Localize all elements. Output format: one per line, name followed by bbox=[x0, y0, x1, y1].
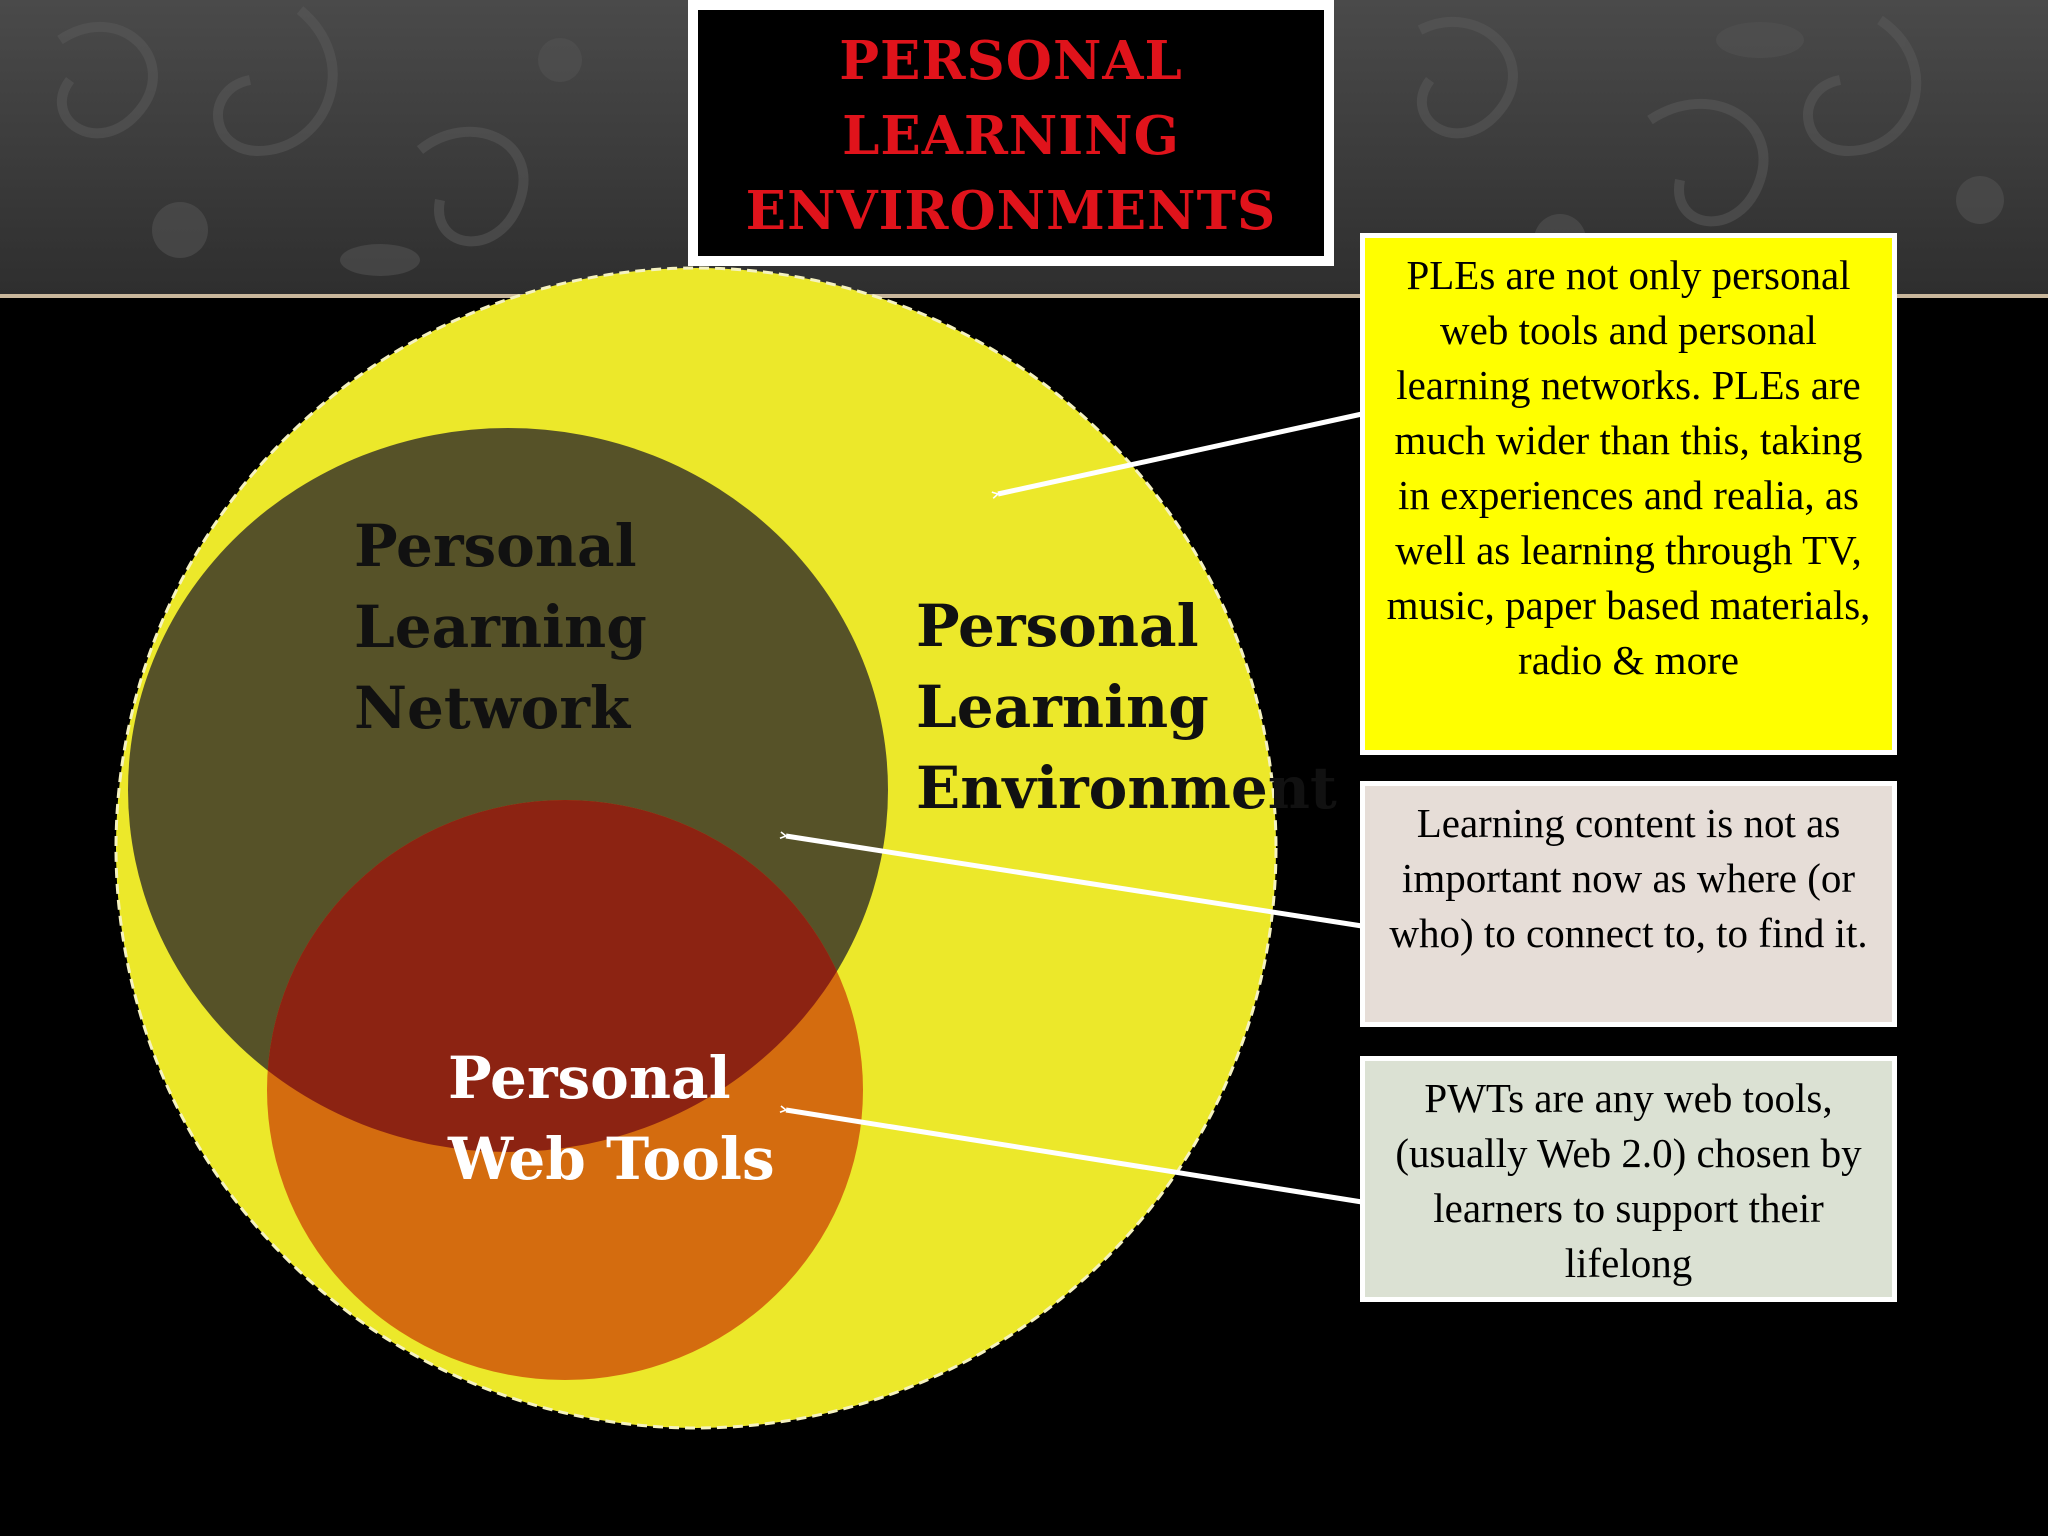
slide-title: PERSONAL LEARNING ENVIRONMENTS bbox=[745, 29, 1277, 242]
header-divider bbox=[0, 294, 2048, 298]
pln-callout-text: Learning content is not as important now… bbox=[1389, 800, 1868, 956]
title-frame: PERSONAL LEARNING ENVIRONMENTS bbox=[698, 10, 1324, 256]
arrow-to-web-tools bbox=[786, 1110, 1363, 1205]
pwt-callout-text: PWTs are any web tools, (usually Web 2.0… bbox=[1395, 1075, 1862, 1286]
environment-label: Personal Learning Environment bbox=[916, 592, 1337, 822]
pwt-callout: PWTs are any web tools, (usually Web 2.0… bbox=[1360, 1056, 1897, 1302]
ple-callout-text: PLEs are not only personal web tools and… bbox=[1386, 252, 1871, 683]
network-web-tools-overlap bbox=[267, 800, 863, 1152]
ple-callout: PLEs are not only personal web tools and… bbox=[1360, 233, 1897, 755]
title-box: PERSONAL LEARNING ENVIRONMENTS bbox=[688, 0, 1334, 266]
network-label: Personal Learning Network bbox=[354, 512, 647, 742]
pln-callout: Learning content is not as important now… bbox=[1360, 781, 1897, 1027]
arrow-to-environment bbox=[998, 411, 1363, 494]
arrow-to-network bbox=[786, 836, 1363, 929]
web-tools-label: Personal Web Tools bbox=[448, 1044, 775, 1193]
